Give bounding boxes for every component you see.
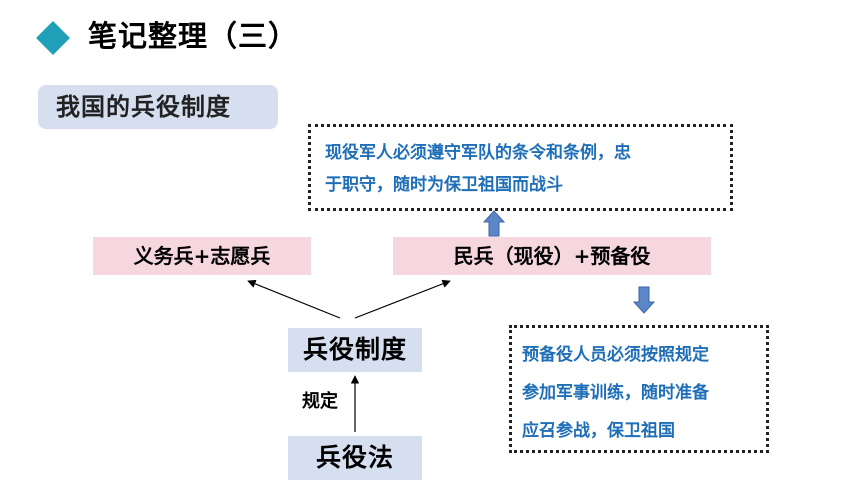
top-note-box: 现役军人必须遵守军队的条令和条例，忠 于职守，随时为保卫祖国而战斗 (308, 124, 733, 211)
bottom-note-line-1: 预备役人员必须按照规定 (522, 345, 709, 365)
diamond-icon (36, 21, 70, 55)
down-block-arrow (632, 286, 656, 314)
page-title: 笔记整理（三） (88, 19, 299, 53)
arrow-to-left-node (247, 279, 341, 319)
up-block-arrow (482, 210, 506, 237)
center-node: 兵役制度 (288, 328, 422, 372)
top-note-line-2: 于职守，随时为保卫祖国而战斗 (325, 175, 563, 195)
relation-label: 规定 (302, 391, 338, 412)
bottom-note-line-2: 参加军事训练，随时准备 (522, 383, 709, 403)
bottom-note-line-3: 应召参战，保卫祖国 (522, 421, 675, 441)
left-node: 义务兵+志愿兵 (93, 237, 311, 275)
arrow-to-right-node (354, 279, 451, 319)
bottom-note-box: 预备役人员必须按照规定 参加军事训练，随时准备 应召参战，保卫祖国 (509, 325, 769, 453)
law-node: 兵役法 (288, 436, 422, 480)
top-note-line-1: 现役军人必须遵守军队的条令和条例，忠 (325, 143, 631, 163)
right-node: 民兵（现役）+预备役 (393, 237, 711, 275)
section-title: 我国的兵役制度 (38, 85, 278, 129)
